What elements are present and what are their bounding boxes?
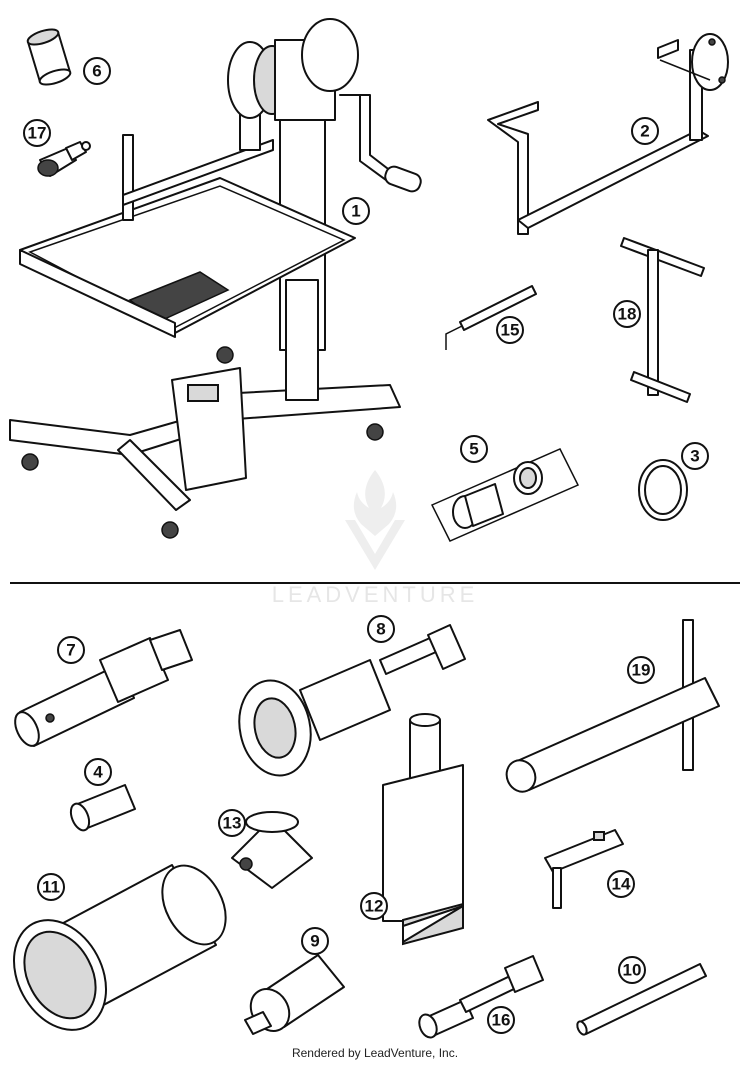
watermark-text: LEADVENTURE (272, 582, 479, 607)
svg-text:16: 16 (492, 1011, 511, 1030)
part-18-t-handle[interactable] (620, 237, 705, 403)
callout-2: 2 (631, 117, 659, 145)
callout-1: 1 (342, 197, 370, 225)
part-4-cone[interactable] (67, 784, 136, 833)
callout-12: 12 (360, 892, 388, 920)
svg-text:8: 8 (376, 620, 385, 639)
part-3-circlip[interactable] (638, 459, 688, 521)
callout-19: 19 (627, 656, 655, 684)
callout-3: 3 (681, 442, 709, 470)
svg-text:3: 3 (690, 447, 699, 466)
svg-text:19: 19 (632, 661, 651, 680)
footer-credit: Rendered by LeadVenture, Inc. (291, 1046, 459, 1060)
callout-11: 11 (37, 873, 65, 901)
svg-text:6: 6 (92, 62, 101, 81)
callout-15: 15 (496, 316, 524, 344)
svg-text:15: 15 (501, 321, 520, 340)
svg-text:5: 5 (469, 440, 478, 459)
part-5-bearing-set[interactable] (430, 448, 580, 542)
part-13-cone-drift[interactable] (231, 811, 313, 889)
callout-9: 9 (301, 927, 329, 955)
part-14-gauge-bracket[interactable] (544, 829, 624, 909)
callout-4: 4 (84, 758, 112, 786)
part-19-t-drift[interactable] (502, 619, 720, 796)
part-16-drift[interactable] (416, 955, 544, 1040)
callout-6: 6 (83, 57, 111, 85)
part-17-adapter[interactable] (37, 141, 91, 177)
part-10-pin-drift[interactable] (575, 963, 707, 1036)
part-9-installer[interactable] (243, 954, 345, 1038)
callout-16: 16 (487, 1006, 515, 1034)
callout-14: 14 (607, 870, 635, 898)
callout-17: 17 (23, 119, 51, 147)
svg-text:17: 17 (28, 124, 47, 143)
svg-text:7: 7 (66, 641, 75, 660)
part-11-large-sleeve[interactable] (0, 855, 238, 1046)
part-2-mounting-bracket[interactable] (487, 33, 729, 235)
watermark-logo: LEADVENTURE (272, 470, 479, 607)
part-1-engine-stand[interactable] (9, 18, 423, 539)
callout-10: 10 (618, 956, 646, 984)
part-12-holding-tool[interactable] (382, 713, 464, 946)
callout-18: 18 (613, 300, 641, 328)
part-8-extractor[interactable] (231, 624, 466, 782)
callout-8: 8 (367, 615, 395, 643)
part-15-pin[interactable] (445, 285, 537, 350)
callout-5: 5 (460, 435, 488, 463)
svg-text:2: 2 (640, 122, 649, 141)
part-6-sleeve[interactable] (26, 26, 72, 87)
svg-text:11: 11 (42, 878, 60, 897)
part-7-puller-bolt[interactable] (10, 629, 193, 750)
callout-7: 7 (57, 636, 85, 664)
svg-text:10: 10 (623, 961, 642, 980)
svg-text:9: 9 (310, 932, 319, 951)
svg-text:12: 12 (365, 897, 384, 916)
svg-text:14: 14 (612, 875, 631, 894)
svg-text:13: 13 (223, 814, 242, 833)
callout-13: 13 (218, 809, 246, 837)
svg-text:1: 1 (351, 202, 360, 221)
svg-text:18: 18 (618, 305, 637, 324)
svg-text:4: 4 (93, 763, 103, 782)
